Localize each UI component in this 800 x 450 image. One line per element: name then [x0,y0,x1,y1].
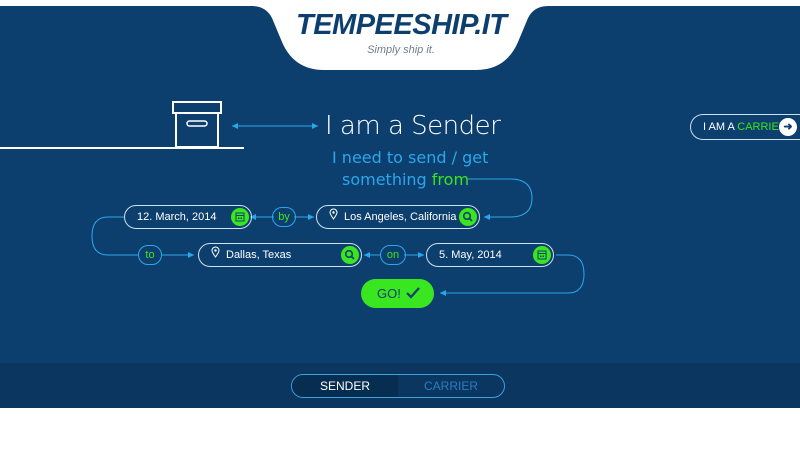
start-date-field[interactable]: 12. March, 2014 [124,205,252,229]
package-box-icon [172,101,222,148]
page-title: I am a Sender [325,111,501,141]
end-date-value: 5. May, 2014 [439,249,502,261]
subtitle-prefix: something [342,170,432,189]
carrier-button-prefix: I AM A [703,121,738,133]
to-label: to [138,245,162,265]
app-background: TEMPEESHIP.IT Simply ship it. I AM A CAR… [0,0,800,408]
calendar-icon[interactable] [533,246,551,264]
i-am-a-carrier-button[interactable]: I AM A CARRIER ➜ [690,114,800,140]
subtitle-line-1: I need to send / get [332,148,489,167]
location-pin-icon [329,206,339,228]
toggle-carrier[interactable]: CARRIER [423,379,478,393]
origin-value: Los Angeles, California [344,211,457,223]
start-date-value: 12. March, 2014 [137,211,217,223]
end-date-field[interactable]: 5. May, 2014 [426,243,554,267]
go-button[interactable]: GO! [361,279,434,308]
origin-location-field[interactable]: Los Angeles, California [316,205,480,229]
carrier-button-highlight: CARRIER [737,121,787,133]
location-pin-icon [211,244,221,266]
calendar-icon[interactable] [231,208,249,226]
arrow-right-icon: ➜ [779,118,797,136]
search-icon[interactable] [459,208,477,226]
toggle-sender[interactable]: SENDER [292,375,398,397]
checkmark-icon [406,287,420,299]
subtitle-from: from [431,170,470,189]
by-label: by [272,207,296,227]
brand-logo[interactable]: TEMPEESHIP.IT [296,9,507,41]
logo-tab [0,0,800,70]
tagline: Simply ship it. [367,44,435,56]
mode-toggle: SENDER CARRIER [291,374,505,398]
on-label: on [380,245,406,265]
go-button-label: GO! [377,286,401,301]
destination-location-field[interactable]: Dallas, Texas [198,243,362,267]
search-icon[interactable] [341,246,359,264]
subtitle-line-2: something from [342,170,469,189]
destination-value: Dallas, Texas [226,249,292,261]
footer-bar [0,363,800,408]
